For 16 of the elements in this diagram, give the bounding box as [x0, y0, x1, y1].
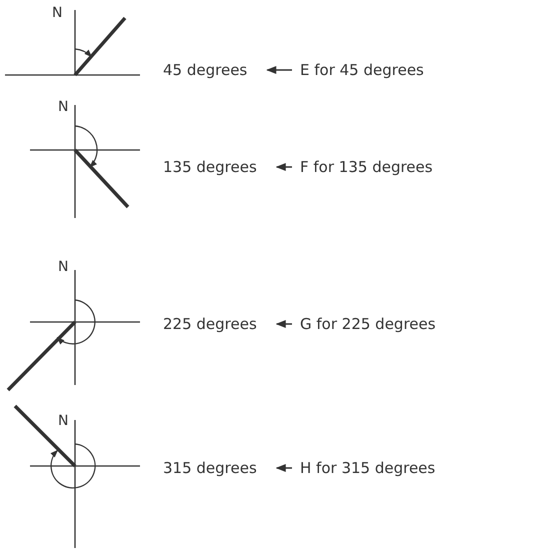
north-label: N — [58, 412, 68, 430]
letter-label: H for 315 degrees — [300, 459, 436, 477]
angle-label: 315 degrees — [163, 459, 257, 477]
angle-label: 225 degrees — [163, 315, 257, 333]
letter-label: E for 45 degrees — [300, 61, 424, 79]
letter-label: F for 135 degrees — [300, 158, 433, 176]
angle-label: 45 degrees — [163, 61, 248, 79]
angle-label: 135 degrees — [163, 158, 257, 176]
arrow — [266, 66, 292, 74]
north-label: N — [58, 98, 68, 116]
north-label: N — [58, 258, 68, 276]
arrow — [276, 320, 292, 328]
letter-label: G for 225 degrees — [300, 315, 436, 333]
arrow — [276, 464, 292, 472]
arrow — [276, 163, 292, 171]
north-label: N — [52, 4, 62, 22]
